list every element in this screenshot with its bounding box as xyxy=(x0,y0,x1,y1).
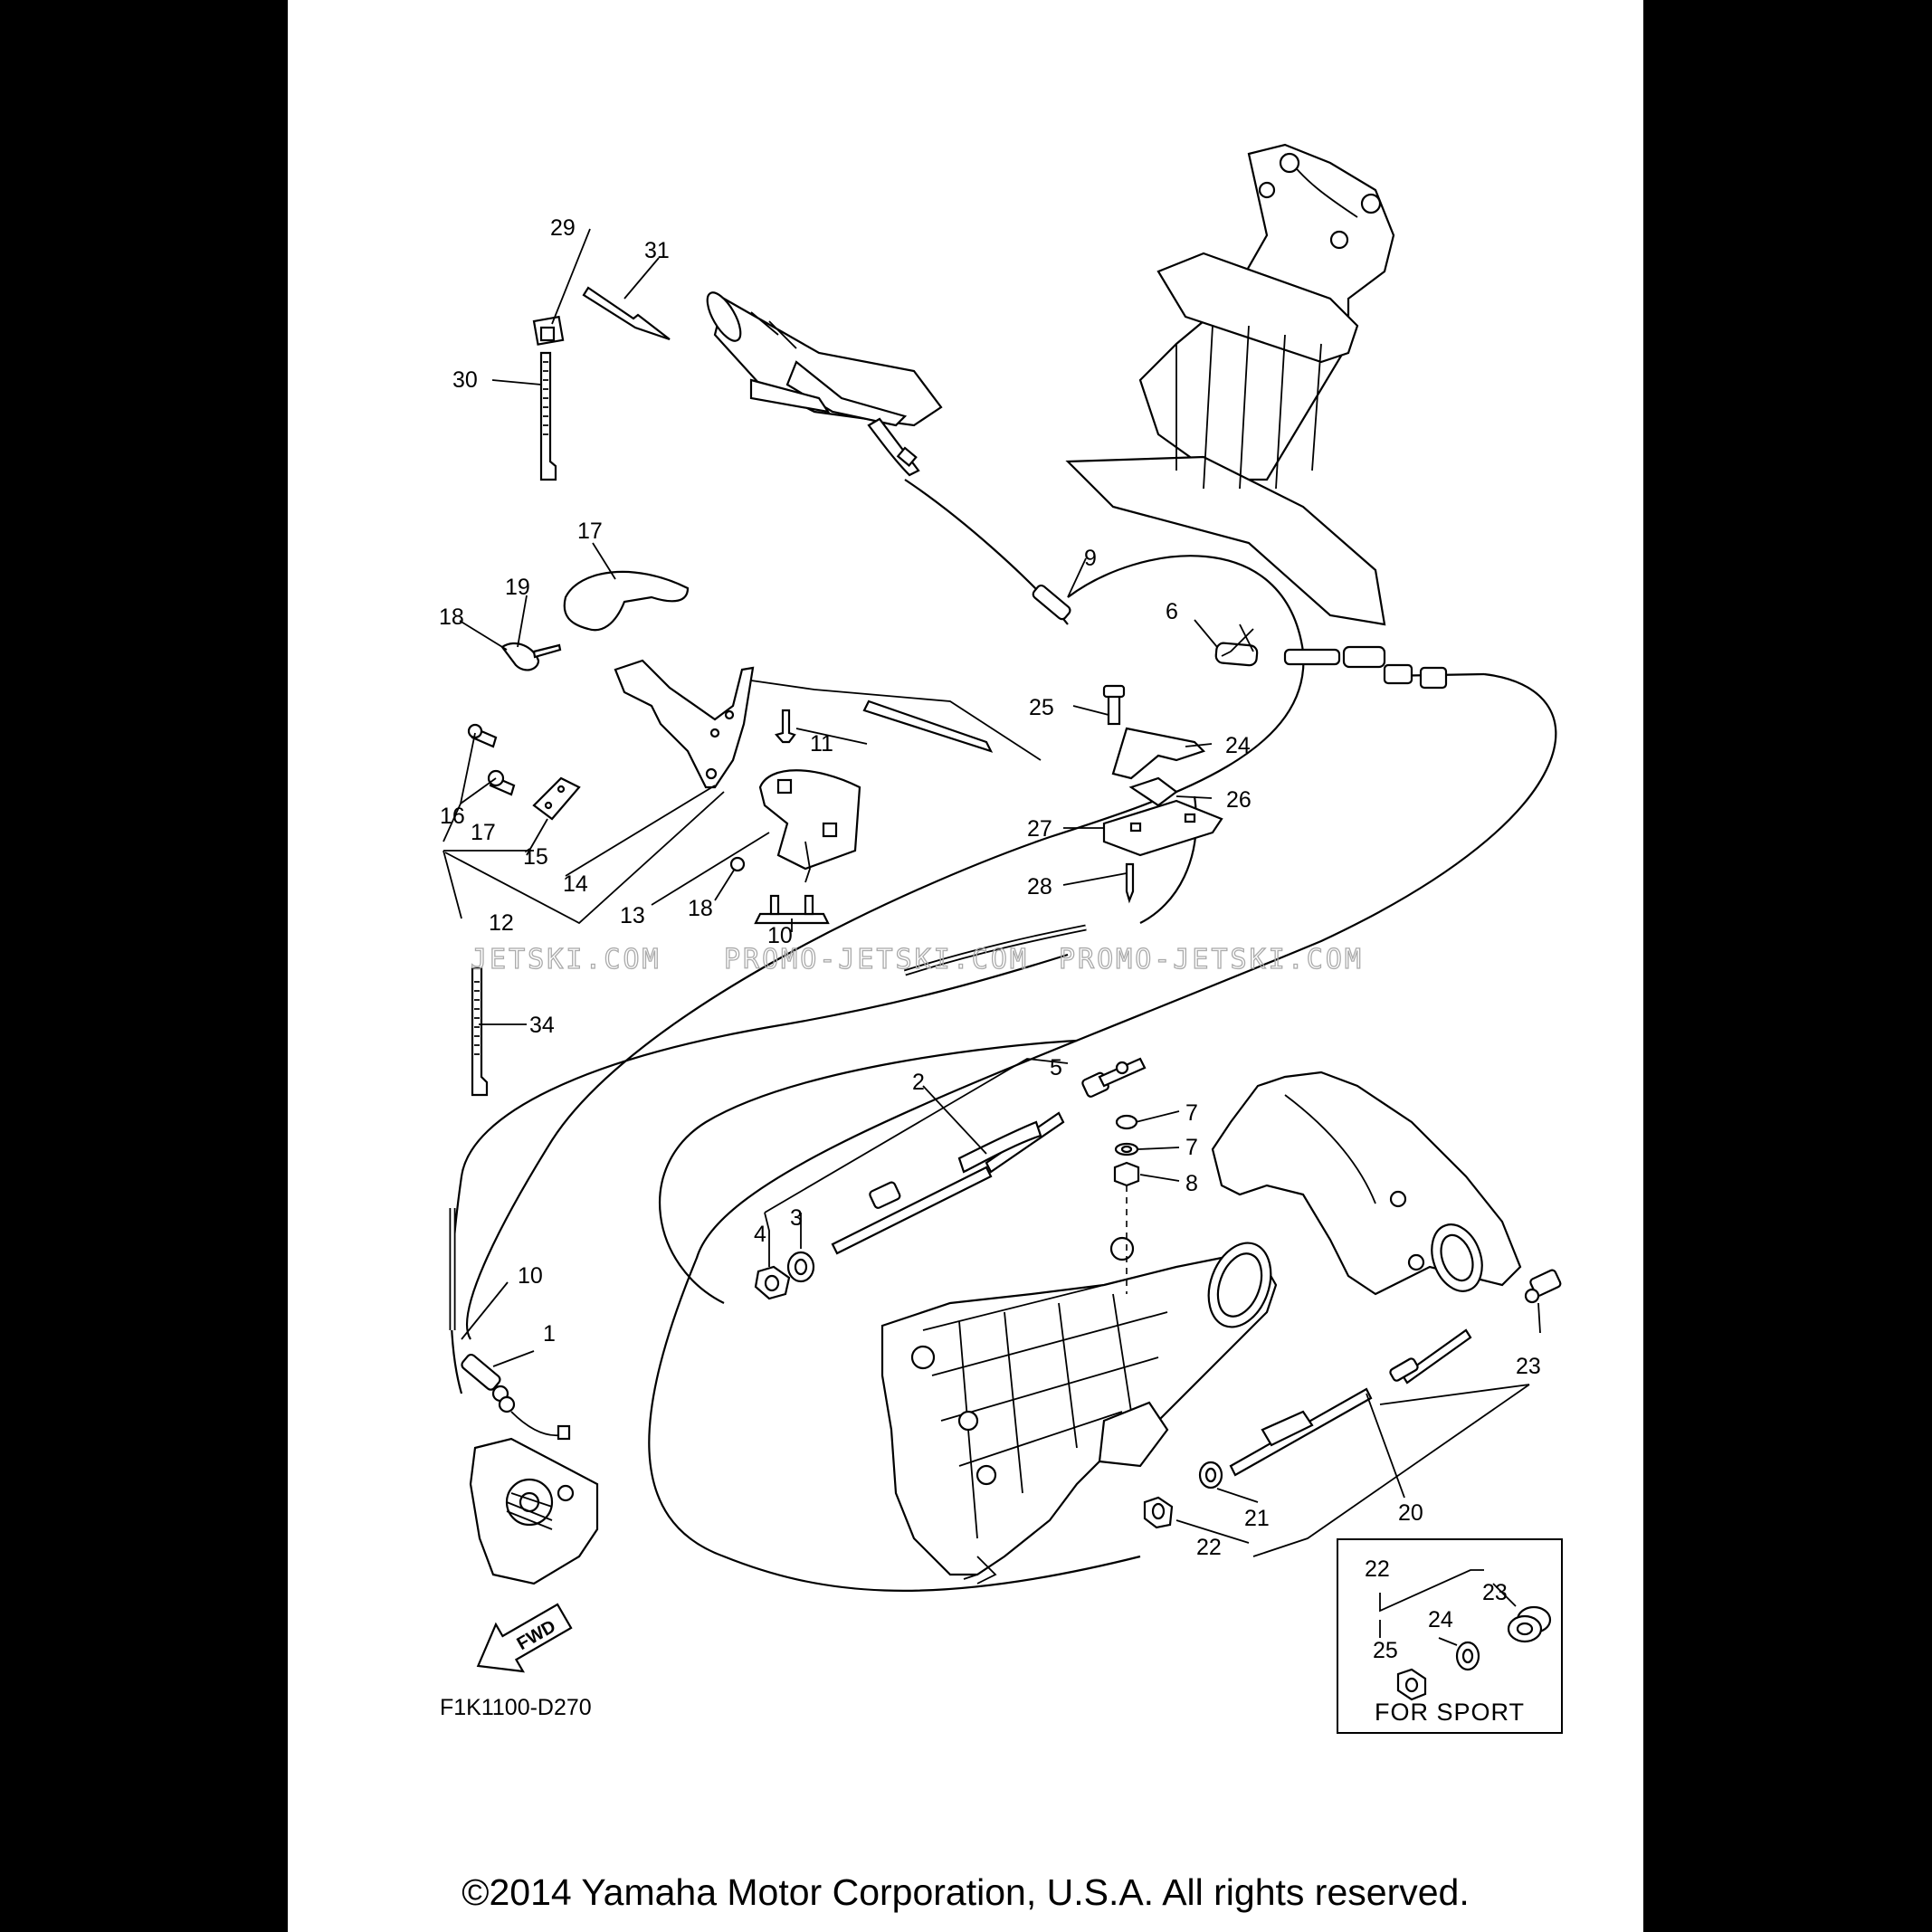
cable-end-fitting-6 xyxy=(1214,642,1448,690)
callout-1: 1 xyxy=(543,1321,556,1347)
callout-19: 17 xyxy=(577,519,603,544)
callout-28: 26 xyxy=(1226,787,1252,813)
throttle-body xyxy=(469,1437,599,1585)
drawing-code: F1K1100-D270 xyxy=(440,1695,592,1720)
sport-callout-25: 25 xyxy=(1373,1638,1398,1663)
part-7-washer-b xyxy=(1114,1142,1139,1156)
part-15-bracket xyxy=(614,659,755,789)
part-14-bracket xyxy=(758,769,861,883)
callout-10: 10 xyxy=(767,923,793,948)
part-20-lever-grip xyxy=(500,642,540,671)
callout-14: 13 xyxy=(620,903,645,928)
shift-rod xyxy=(750,680,1042,761)
part-17-bolt-b xyxy=(487,769,516,796)
part-4-nut xyxy=(754,1265,791,1300)
part-3-washer xyxy=(786,1251,815,1283)
part-27-bolt xyxy=(1102,684,1126,726)
part-1-cable-end xyxy=(461,1353,571,1441)
callout-7a: 7 xyxy=(1185,1100,1198,1126)
callout-29: 27 xyxy=(1027,816,1052,842)
part-7-washer-a xyxy=(1115,1114,1138,1130)
callout-17b: 17 xyxy=(471,820,496,845)
steering-nozzle-housing xyxy=(1065,143,1395,626)
callout-12: 11 xyxy=(810,731,833,757)
callout-22: 20 xyxy=(1398,1500,1423,1526)
part-30-rivet xyxy=(1125,862,1135,904)
part-22-cable-rod xyxy=(1229,1328,1472,1477)
callout-25: 23 xyxy=(1516,1354,1541,1379)
callout-8: 8 xyxy=(1185,1171,1198,1196)
callout-18: 18 xyxy=(688,896,713,921)
part-2-cable xyxy=(831,1111,1065,1255)
part-29-base xyxy=(1102,799,1223,857)
callout-33: 31 xyxy=(644,238,670,263)
sport-part-25 xyxy=(1396,1668,1427,1701)
callout-3: 3 xyxy=(790,1205,803,1231)
watermark: JETSKI.COM PROMO-JETSKI.COM PROMO-JETSKI… xyxy=(470,943,1364,976)
part-32-tie xyxy=(539,351,557,481)
part-18-nut xyxy=(729,856,746,872)
cable-loop-inner xyxy=(465,555,1305,1340)
svg-text:PROMO-JETSKI.COM: PROMO-JETSKI.COM xyxy=(724,944,1029,976)
part-26-bracket xyxy=(1111,727,1206,780)
copyright-notice: ©2014 Yamaha Motor Corporation, U.S.A. A… xyxy=(462,1871,1470,1913)
callout-11: 10 xyxy=(518,1263,543,1289)
part-33-rivet xyxy=(582,286,671,341)
part-31-clip xyxy=(532,315,565,346)
callout-17a: 16 xyxy=(440,804,465,829)
callout-2: 2 xyxy=(912,1070,925,1095)
callout-15: 14 xyxy=(563,871,588,897)
sport-callout-24: 24 xyxy=(1428,1607,1453,1632)
callout-26: 24 xyxy=(1225,733,1251,758)
for-sport-label: FOR SPORT xyxy=(1374,1699,1526,1726)
callout-7b: 7 xyxy=(1185,1135,1198,1160)
sport-callout-22: 22 xyxy=(1365,1556,1390,1582)
part-19-lever-cover xyxy=(563,570,690,632)
part-16-plate xyxy=(532,776,581,821)
callout-13: 12 xyxy=(489,910,514,936)
callout-27: 25 xyxy=(1029,695,1054,720)
part-8-nut xyxy=(1113,1161,1140,1187)
callout-24: 22 xyxy=(1196,1535,1222,1560)
cable-end-fitting-9 xyxy=(896,446,1071,621)
callout-4: 4 xyxy=(754,1222,766,1247)
callout-6: 6 xyxy=(1166,599,1178,624)
cable-loop-outer xyxy=(648,672,1557,1592)
part-24-nut xyxy=(1143,1496,1174,1529)
sport-callout-23: 23 xyxy=(1482,1580,1508,1605)
callout-20: 18 xyxy=(439,604,464,630)
svg-text:JETSKI.COM: JETSKI.COM xyxy=(471,944,661,976)
sport-part-24 xyxy=(1455,1641,1480,1671)
sport-inset-callouts: 22 23 24 25 xyxy=(1365,1556,1508,1663)
callout-30: 28 xyxy=(1027,874,1052,899)
part-12-rivet xyxy=(775,709,796,744)
for-sport-inset: FOR SPORT xyxy=(1337,1538,1563,1734)
cable-lower-loop xyxy=(658,1039,1078,1304)
fwd-arrow-icon: FWD xyxy=(476,1603,573,1673)
reverse-gate xyxy=(1211,1071,1522,1296)
part-17-bolt-a xyxy=(467,723,498,748)
callout-34: 34 xyxy=(529,1013,555,1038)
part-25-joint xyxy=(1524,1269,1562,1304)
part-21-screw xyxy=(532,643,562,659)
callout-23: 21 xyxy=(1244,1506,1270,1531)
sport-part-23 xyxy=(1507,1605,1552,1643)
callout-32: 30 xyxy=(452,367,478,393)
callout-21: 19 xyxy=(505,575,530,600)
part-5-joint xyxy=(1081,1057,1147,1098)
leader-lines xyxy=(443,228,1541,1646)
part-28-guide xyxy=(1128,776,1178,807)
svg-text:PROMO-JETSKI.COM: PROMO-JETSKI.COM xyxy=(1059,944,1364,976)
callout-16: 15 xyxy=(523,844,548,870)
callout-labels: 29 31 30 17 19 18 9 6 25 24 11 26 27 28 … xyxy=(439,215,1541,1720)
callout-5: 5 xyxy=(1050,1055,1062,1080)
diagram-sheet xyxy=(288,0,1643,1932)
callout-31: 29 xyxy=(550,215,576,241)
part-34-tie xyxy=(471,966,489,1097)
jet-pump-assembly xyxy=(880,1185,1278,1585)
part-23-washer xyxy=(1198,1461,1223,1489)
callout-9: 9 xyxy=(1084,546,1097,571)
